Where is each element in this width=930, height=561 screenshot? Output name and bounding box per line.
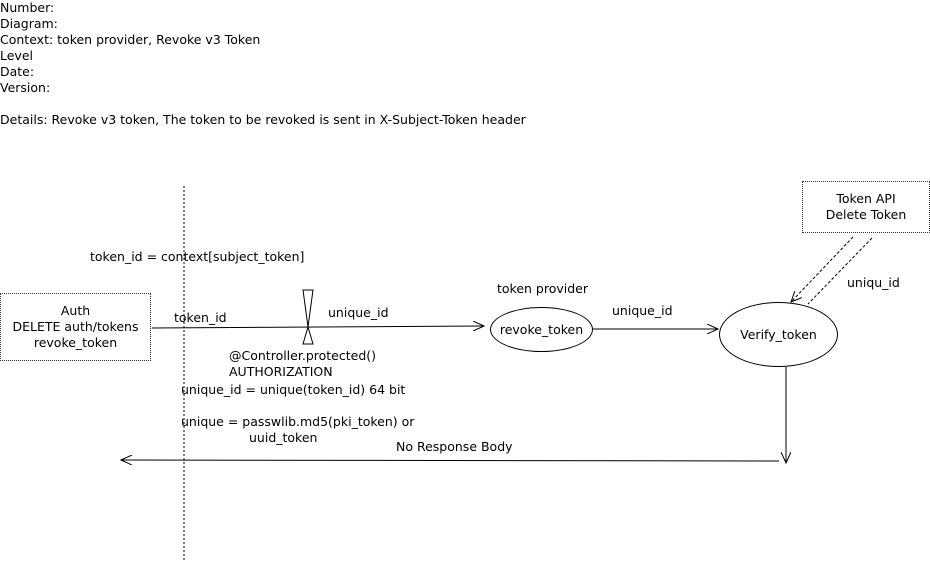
token-id-assignment-label: token_id = context[subject_token] (90, 249, 305, 264)
authorization-label: AUTHORIZATION (229, 364, 333, 379)
uniqu-id-label: uniqu_id (847, 275, 900, 290)
token-api-title: Token API (836, 191, 896, 206)
authorization-gate-icon (302, 289, 314, 345)
auth-endpoint: DELETE auth/tokens (12, 319, 139, 334)
no-response-arrow (121, 460, 780, 461)
verify-token-label: Verify_token (740, 327, 817, 342)
uuid-token-label: uuid_token (249, 430, 318, 445)
header-diagram: Diagram: (0, 16, 58, 31)
unique-eq-label: unique = passwlib.md5(pki_token) or (181, 414, 415, 429)
header-details: Details: Revoke v3 token, The token to b… (0, 112, 526, 127)
unique-id-label-2: unique_id (612, 303, 673, 318)
header-level: Level (0, 48, 33, 63)
token-provider-label: token provider (497, 281, 589, 296)
header-number: Number: (0, 0, 55, 15)
token-id-label: token_id (174, 310, 227, 325)
token-api-request-arrow (791, 236, 854, 302)
unique-id-label-1: unique_id (328, 305, 389, 320)
token-api-box: Token API Delete Token (802, 181, 930, 233)
revoke-token-node: revoke_token (490, 307, 593, 352)
verify-token-node: Verify_token (719, 302, 838, 367)
header-context: Context: token provider, Revoke v3 Token (0, 32, 261, 47)
auth-box: Auth DELETE auth/tokens revoke_token (0, 293, 151, 361)
auth-title: Auth (60, 303, 91, 318)
header-version: Version: (0, 80, 51, 95)
unique-id-calc-label: unique_id = unique(token_id) 64 bit (181, 382, 406, 397)
token-id-arrow (151, 326, 484, 328)
no-response-body-label: No Response Body (396, 439, 513, 454)
token-api-subtitle: Delete Token (825, 207, 907, 222)
auth-function: revoke_token (33, 335, 118, 350)
controller-decorator-label: @Controller.protected() (229, 348, 377, 363)
header-date: Date: (0, 64, 35, 79)
token-api-return-line (807, 237, 873, 305)
revoke-token-label: revoke_token (499, 322, 584, 337)
